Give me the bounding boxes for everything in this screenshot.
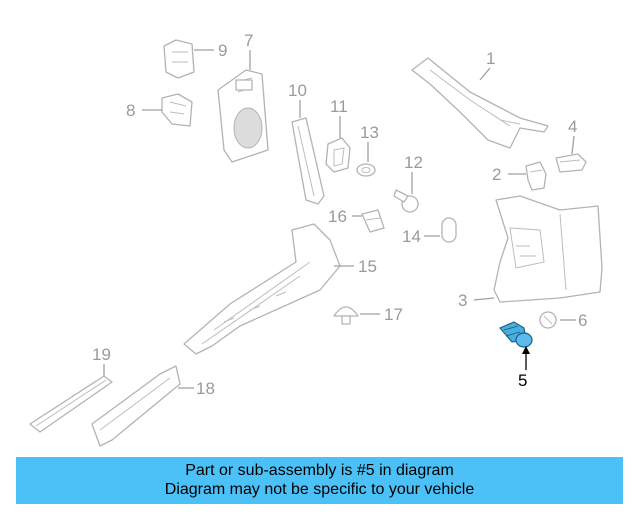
callout-1: 1 bbox=[486, 49, 495, 68]
part-5-clip-highlighted[interactable] bbox=[499, 321, 533, 348]
part-11-bezel bbox=[325, 137, 351, 173]
part-3-lower-trim-panel bbox=[493, 195, 603, 303]
part-14-oval-plug bbox=[441, 217, 457, 243]
callout-3: 3 bbox=[458, 291, 467, 310]
callout-8: 8 bbox=[126, 101, 135, 120]
callout-14: 14 bbox=[402, 227, 421, 246]
part-6-push-pin bbox=[539, 311, 557, 329]
part-4-cap bbox=[555, 153, 587, 173]
callout-9: 9 bbox=[218, 41, 227, 60]
callout-6: 6 bbox=[578, 311, 587, 330]
info-banner: Part or sub-assembly is #5 in diagram Di… bbox=[16, 457, 623, 504]
callout-19: 19 bbox=[92, 345, 111, 364]
part-9-anchor-bracket bbox=[163, 39, 195, 79]
callout-13: 13 bbox=[360, 123, 379, 142]
part-7-pillar-trim bbox=[217, 69, 269, 163]
callout-7: 7 bbox=[244, 31, 253, 50]
part-16-clip bbox=[361, 209, 385, 233]
callout-4: 4 bbox=[568, 117, 577, 136]
callout-15: 15 bbox=[358, 257, 377, 276]
callout-2: 2 bbox=[492, 165, 501, 184]
part-12-screw bbox=[393, 189, 419, 213]
part-2-clip bbox=[525, 161, 547, 191]
part-13-grommet bbox=[356, 163, 376, 177]
callout-16: 16 bbox=[328, 207, 347, 226]
part-17-fastener bbox=[333, 306, 359, 325]
callout-17: 17 bbox=[384, 305, 403, 324]
banner-line-2: Diagram may not be specific to your vehi… bbox=[164, 481, 475, 498]
parts-diagram: 1 2 3 4 5 bbox=[29, 31, 603, 447]
callout-18: 18 bbox=[196, 379, 215, 398]
part-15-sill-plate bbox=[183, 223, 341, 355]
banner-line-1: Part or sub-assembly is #5 in diagram bbox=[185, 462, 454, 479]
part-8-bracket bbox=[161, 93, 193, 127]
callout-5: 5 bbox=[518, 371, 527, 390]
part-1-upper-trim bbox=[411, 57, 549, 149]
callout-12: 12 bbox=[404, 153, 423, 172]
callout-10: 10 bbox=[288, 81, 307, 100]
callout-11: 11 bbox=[330, 97, 348, 116]
part-18-scuff-panel bbox=[91, 365, 181, 447]
part-10-strip bbox=[291, 117, 325, 205]
part-19-thin-strip bbox=[29, 375, 113, 433]
